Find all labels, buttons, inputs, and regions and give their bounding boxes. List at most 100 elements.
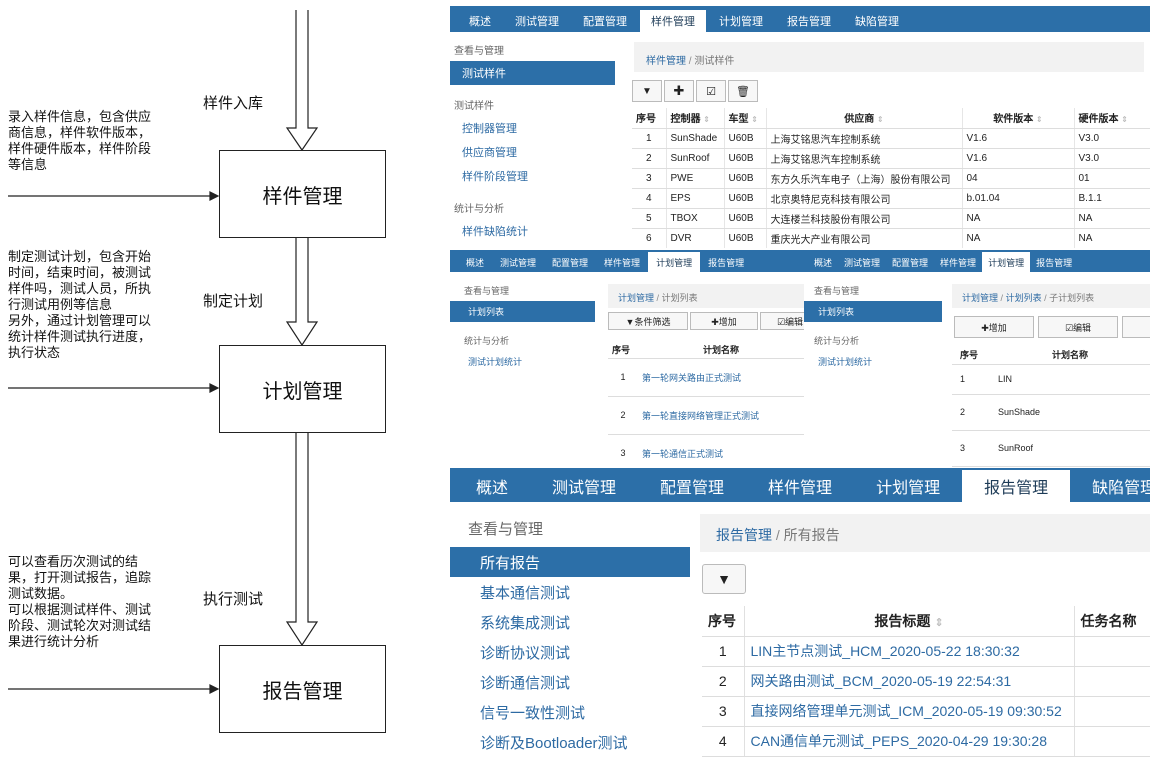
table-row[interactable]: 3 第一轮通信正式测试 [608, 434, 804, 468]
table-row[interactable]: 1 LIN主节点测试_HCM_2020-05-22 18:30:32 [702, 636, 1150, 667]
table-row[interactable]: 1 第一轮网关路由正式测试 [608, 358, 804, 397]
sidebar-item-all-reports[interactable]: 所有报告 [450, 547, 690, 577]
tab-report-management[interactable]: 报告管理 [1036, 257, 1073, 268]
tab-test-management[interactable]: 测试管理 [500, 257, 537, 268]
tab-plan-management[interactable]: 计划管理 [648, 252, 701, 272]
cell-plan-name[interactable]: 第一轮网关路由正式测试 [638, 358, 804, 397]
tab-report-management[interactable]: 报告管理 [708, 257, 745, 268]
add-button[interactable]: ✚增加 [954, 316, 1034, 338]
table-row[interactable]: 1 SunShade U60B 上海艾铭思汽车控制系统 V1.6 V3.0 [632, 128, 1150, 149]
add-button[interactable]: ✚增加 [690, 312, 758, 330]
breadcrumb-root[interactable]: 样件管理 [646, 56, 686, 67]
tab-test-management[interactable]: 测试管理 [844, 257, 881, 268]
sidebar-item-diag-protocol-test[interactable]: 诊断协议测试 [480, 645, 571, 662]
breadcrumb: 报告管理 / 所有报告 [716, 525, 840, 545]
tab-sample-management[interactable]: 样件管理 [940, 257, 977, 268]
tab-config-management[interactable]: 配置管理 [892, 257, 929, 268]
breadcrumb-root[interactable]: 计划管理 [962, 293, 999, 303]
tab-config-management[interactable]: 配置管理 [552, 257, 589, 268]
sidebar-item-diag-bootloader-test[interactable]: 诊断及Bootloader测试 [480, 735, 628, 752]
cell-report-title[interactable]: CAN通信单元测试_PEPS_2020-04-29 19:30:28 [744, 726, 1075, 757]
sidebar-item-controllers[interactable]: 控制器管理 [462, 123, 517, 135]
cell-report-title[interactable]: 网关路由测试_BCM_2020-05-19 22:54:31 [744, 666, 1075, 697]
col-header-controller[interactable]: 控制器 ⇕ [666, 108, 725, 129]
table-row[interactable]: 6 DVR U60B 重庆光大产业有限公司 NA NA [632, 228, 1150, 248]
table-row[interactable]: 1 LIN [952, 364, 1150, 395]
breadcrumb: 样件管理 / 测试样件 [646, 52, 734, 67]
cell-report-title[interactable]: 直接网络管理单元测试_ICM_2020-05-19 09:30:52 [744, 696, 1075, 727]
tab-defect-management[interactable]: 缺陷管理 [855, 16, 899, 28]
tab-plan-management[interactable]: 计划管理 [876, 480, 941, 497]
breadcrumb-plan-list[interactable]: 计划列表 [1005, 293, 1042, 303]
edit-button[interactable]: ☑编辑 [760, 312, 804, 330]
sidebar-item-basic-comm-test[interactable]: 基本通信测试 [480, 585, 571, 602]
filter-button[interactable]: ▼ [632, 80, 662, 102]
delete-button[interactable]: 🗑 [728, 80, 758, 102]
table-row[interactable]: 3 PWE U60B 东方久乐汽车电子（上海）股份有限公司 04 01 [632, 168, 1150, 189]
sidebar-item-system-integration-test[interactable]: 系统集成测试 [480, 615, 571, 632]
tab-plan-management[interactable]: 计划管理 [982, 252, 1031, 272]
tab-plan-management[interactable]: 计划管理 [719, 16, 763, 28]
more-button[interactable] [1122, 316, 1150, 338]
filter-button[interactable]: ▼ [702, 564, 746, 594]
cell-plan-name[interactable]: SunRoof [990, 430, 1150, 467]
sidebar-item-test-samples[interactable]: 测试样件 [450, 61, 615, 85]
cell-plan-name[interactable]: SunShade [990, 394, 1150, 431]
tab-overview[interactable]: 概述 [476, 480, 509, 497]
col-header-report-title[interactable]: 报告标题 ⇕ [744, 606, 1075, 637]
tab-overview[interactable]: 概述 [466, 257, 485, 268]
table-row[interactable]: 3 SunRoof [952, 430, 1150, 467]
sidebar-item-plan-list[interactable]: 计划列表 [450, 301, 595, 322]
tab-sample-management[interactable]: 样件管理 [604, 257, 641, 268]
col-header-hw-version[interactable]: 硬件版本 ⇕ [1074, 108, 1150, 129]
col-header-supplier[interactable]: 供应商 ⇕ [766, 108, 963, 129]
tab-sample-management[interactable]: 样件管理 [768, 480, 833, 497]
tab-test-management[interactable]: 测试管理 [515, 16, 559, 28]
filter-condition-button[interactable]: ▼条件筛选 [608, 312, 688, 330]
cell-hw-version: V3.0 [1074, 128, 1150, 149]
sidebar-item-sample-stages[interactable]: 样件阶段管理 [462, 171, 528, 183]
sidebar-item-plan-stats[interactable]: 测试计划统计 [818, 357, 873, 367]
sidebar-item-diag-comm-test[interactable]: 诊断通信测试 [480, 675, 571, 692]
tab-report-management[interactable]: 报告管理 [787, 16, 831, 28]
sidebar-item-suppliers[interactable]: 供应商管理 [462, 147, 517, 159]
tab-report-management[interactable]: 报告管理 [962, 470, 1071, 502]
table-row[interactable]: 4 EPS U60B 北京奥特尼克科技有限公司 b.01.04 B.1.1 [632, 188, 1150, 209]
table-row[interactable]: 2 第一轮直接网络管理正式测试 [608, 396, 804, 435]
table-row[interactable]: 5 TBOX U60B 大连楼兰科技股份有限公司 NA NA [632, 208, 1150, 229]
sidebar-item-signal-consistency-test[interactable]: 信号一致性测试 [480, 705, 586, 722]
cell-plan-name[interactable]: LIN [990, 364, 1150, 395]
tab-test-management[interactable]: 测试管理 [552, 480, 617, 497]
edit-button[interactable]: ☑编辑 [1038, 316, 1118, 338]
tab-defect-management[interactable]: 缺陷管理 [1092, 480, 1150, 497]
sidebar-item-plan-stats[interactable]: 测试计划统计 [468, 357, 523, 367]
col-header-sw-version[interactable]: 软件版本 ⇕ [962, 108, 1075, 129]
tab-overview[interactable]: 概述 [814, 257, 833, 268]
breadcrumb-root[interactable]: 计划管理 [618, 293, 655, 303]
sidebar-section-view: 查看与管理 [468, 521, 544, 538]
edit-button[interactable]: ☑ [696, 80, 726, 102]
table-row[interactable]: 2 网关路由测试_BCM_2020-05-19 22:54:31 [702, 666, 1150, 697]
breadcrumb-bar [608, 284, 804, 308]
cell-controller: EPS [666, 188, 725, 209]
cell-model: U60B [724, 148, 767, 169]
tab-sample-management[interactable]: 样件管理 [640, 10, 706, 32]
tab-config-management[interactable]: 配置管理 [583, 16, 627, 28]
tab-config-management[interactable]: 配置管理 [660, 480, 725, 497]
top-nav: 概述 测试管理 配置管理 样件管理 计划管理 报告管理 缺陷管理 [450, 6, 1150, 32]
cell-plan-name[interactable]: 第一轮直接网络管理正式测试 [638, 396, 804, 435]
table-row[interactable]: 4 CAN通信单元测试_PEPS_2020-04-29 19:30:28 [702, 726, 1150, 757]
sidebar-item-plan-list[interactable]: 计划列表 [804, 301, 942, 322]
plan-management-box: 计划管理 [219, 345, 386, 433]
table-row[interactable]: 3 直接网络管理单元测试_ICM_2020-05-19 09:30:52 [702, 696, 1150, 727]
table-row[interactable]: 2 SunShade [952, 394, 1150, 431]
col-header-model[interactable]: 车型 ⇕ [724, 108, 767, 129]
sidebar-item-defect-stats[interactable]: 样件缺陷统计 [462, 226, 528, 238]
cell-plan-name[interactable]: 第一轮通信正式测试 [638, 434, 804, 468]
add-button[interactable]: ✚ [664, 80, 694, 102]
cell-report-title[interactable]: LIN主节点测试_HCM_2020-05-22 18:30:32 [744, 636, 1075, 667]
tab-overview[interactable]: 概述 [469, 16, 491, 28]
cell-model: U60B [724, 208, 767, 229]
breadcrumb-root[interactable]: 报告管理 [716, 527, 772, 543]
table-row[interactable]: 2 SunRoof U60B 上海艾铭思汽车控制系统 V1.6 V3.0 [632, 148, 1150, 169]
